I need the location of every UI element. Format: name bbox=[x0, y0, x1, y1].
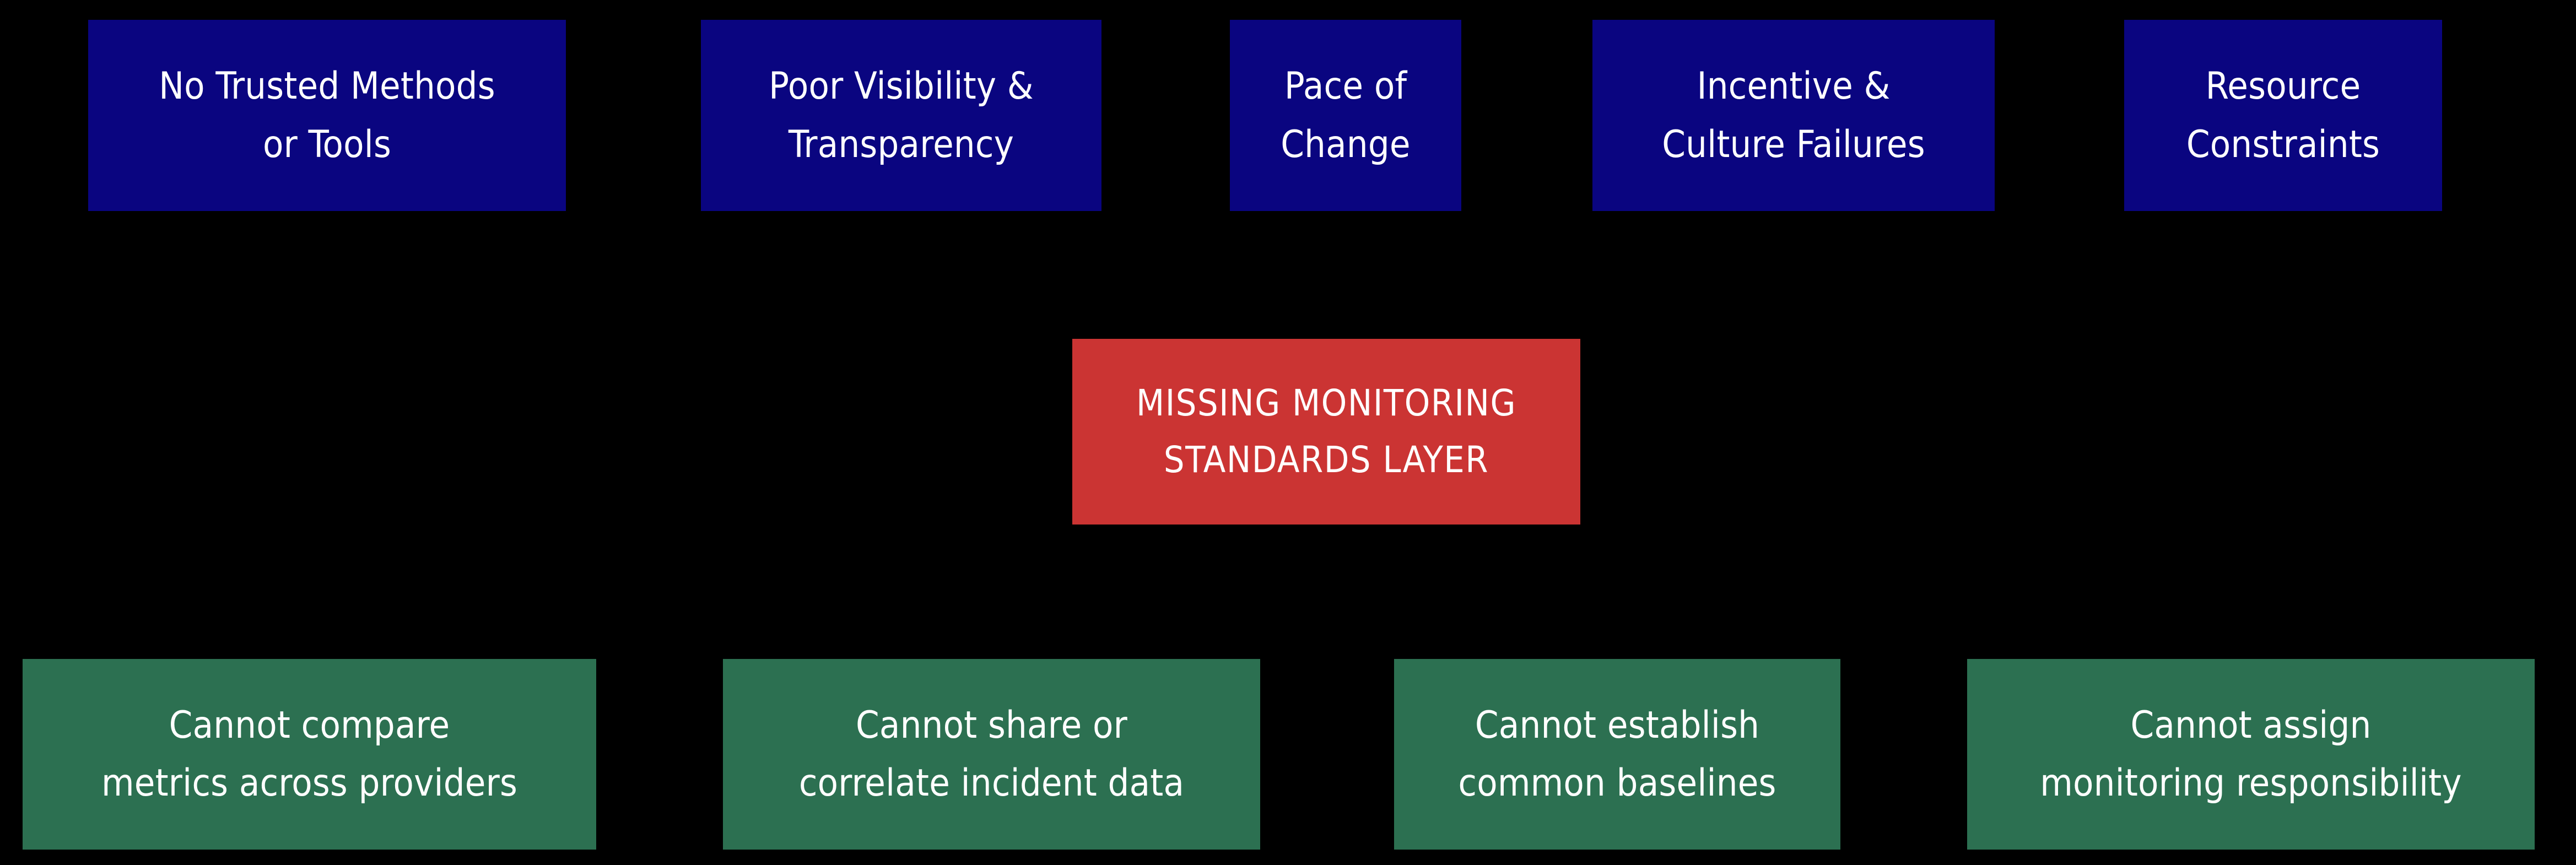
cause-box-line-1: Resource bbox=[2205, 64, 2361, 109]
effect-box-line-2: monitoring responsibility bbox=[2040, 761, 2462, 805]
cause-box-line-1: Incentive & bbox=[1697, 64, 1891, 109]
effect-box-cannot-establish-common-baselines[interactable]: Cannot establish common baselines bbox=[1394, 659, 1840, 850]
cause-box-resource-constraints[interactable]: Resource Constraints bbox=[2124, 20, 2442, 211]
cause-box-poor-visibility-and-transparency[interactable]: Poor Visibility & Transparency bbox=[701, 20, 1101, 211]
effect-box-line-1: Cannot share or bbox=[855, 703, 1127, 747]
effect-box-line-2: common baselines bbox=[1458, 761, 1776, 805]
core-problem-box-missing-monitoring-standards-layer[interactable]: MISSING MONITORING STANDARDS LAYER bbox=[1072, 339, 1580, 525]
effect-box-line-1: Cannot establish bbox=[1475, 703, 1760, 747]
effect-box-line-1: Cannot assign bbox=[2130, 703, 2372, 747]
effect-box-line-1: Cannot compare bbox=[169, 703, 450, 747]
cause-box-line-1: No Trusted Methods bbox=[159, 64, 495, 109]
cause-box-line-2: Constraints bbox=[2186, 122, 2380, 166]
effect-box-cannot-assign-monitoring-responsibility[interactable]: Cannot assign monitoring responsibility bbox=[1967, 659, 2535, 850]
cause-box-line-2: Change bbox=[1281, 122, 1411, 166]
cause-box-line-1: Pace of bbox=[1284, 64, 1407, 109]
cause-box-line-1: Poor Visibility & bbox=[769, 64, 1034, 109]
effect-box-cannot-compare-metrics-across-providers[interactable]: Cannot compare metrics across providers bbox=[23, 659, 596, 850]
cause-box-incentive-and-culture-failures[interactable]: Incentive & Culture Failures bbox=[1592, 20, 1995, 211]
core-problem-line-1: MISSING MONITORING bbox=[1136, 382, 1516, 425]
effect-box-cannot-share-or-correlate-incident-data[interactable]: Cannot share or correlate incident data bbox=[723, 659, 1260, 850]
cause-box-line-2: Culture Failures bbox=[1662, 122, 1925, 166]
effect-box-line-2: correlate incident data bbox=[798, 761, 1185, 805]
cause-box-no-trusted-methods-or-tools[interactable]: No Trusted Methods or Tools bbox=[88, 20, 566, 211]
core-problem-line-2: STANDARDS LAYER bbox=[1163, 438, 1489, 481]
effect-box-line-2: metrics across providers bbox=[101, 761, 518, 805]
cause-box-line-2: Transparency bbox=[788, 122, 1014, 166]
cause-box-line-2: or Tools bbox=[262, 122, 392, 166]
cause-box-pace-of-change[interactable]: Pace of Change bbox=[1230, 20, 1461, 211]
